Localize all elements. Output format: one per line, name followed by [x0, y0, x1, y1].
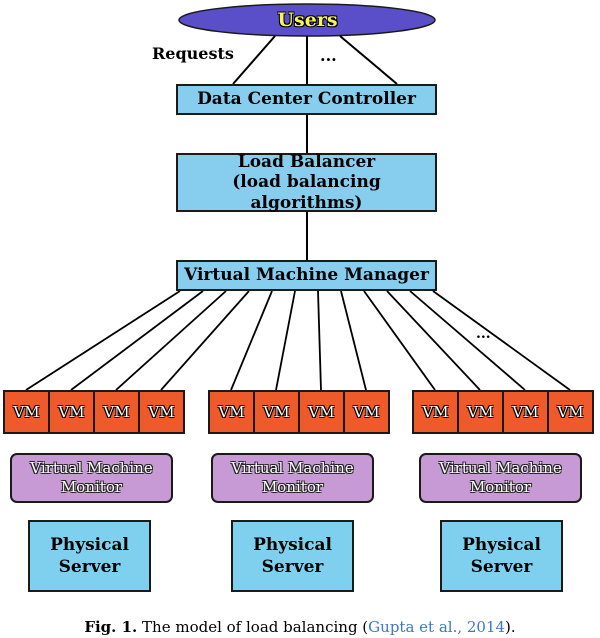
manager-to-vm-links — [25, 290, 571, 391]
vm-link-line — [70, 290, 204, 391]
vm-box: VM — [412, 390, 459, 434]
vm-box: VM — [253, 390, 300, 434]
request-line-right — [339, 35, 398, 85]
vm-link-line — [386, 290, 481, 391]
vm-link-line — [115, 290, 227, 391]
physical-server: Physical Server — [231, 520, 354, 592]
vm-box: VM — [343, 390, 390, 434]
vm-link-line — [230, 290, 273, 391]
vm-link-line — [25, 290, 181, 391]
vm-ellipsis: ... — [476, 326, 491, 342]
caption-end: ). — [505, 618, 516, 636]
physical-server: Physical Server — [440, 520, 563, 592]
vm-link-line — [275, 290, 296, 391]
figure-caption: Fig. 1. The model of load balancing (Gup… — [0, 618, 600, 636]
figure-number: Fig. 1. — [84, 618, 138, 636]
request-line-left — [232, 35, 276, 85]
virtual-machine-monitor: Virtual Machine Monitor — [419, 453, 582, 503]
data-center-controller: Data Center Controller — [176, 84, 437, 115]
requests-label: Requests — [152, 44, 234, 63]
load-balancer: Load Balancer (load balancing algorithms… — [176, 151, 437, 213]
virtual-machine-manager-label: Virtual Machine Manager — [184, 265, 429, 286]
vm-box: VM — [208, 390, 255, 434]
citation-link[interactable]: Gupta et al., 2014 — [368, 618, 506, 636]
users-ellipsis: ... — [320, 46, 337, 65]
caption-text: The model of load balancing ( — [137, 618, 369, 636]
vm-link-line — [409, 290, 526, 391]
vm-box: VM — [138, 390, 185, 434]
vm-box: VM — [3, 390, 50, 434]
vm-link-line — [340, 290, 367, 391]
vm-box: VM — [298, 390, 345, 434]
vm-link-line — [432, 290, 571, 391]
vm-box: VM — [48, 390, 95, 434]
vm-link-line — [317, 290, 322, 391]
physical-server: Physical Server — [28, 520, 151, 592]
data-center-controller-label: Data Center Controller — [197, 89, 416, 110]
load-balancer-subtitle: (load balancing algorithms) — [232, 172, 381, 213]
virtual-machine-manager: Virtual Machine Manager — [176, 260, 437, 291]
vm-box: VM — [457, 390, 504, 434]
vm-link-line — [160, 290, 250, 391]
users-label: Users — [277, 9, 338, 31]
vm-box: VM — [502, 390, 549, 434]
vm-link-line — [363, 290, 436, 391]
virtual-machine-monitor: Virtual Machine Monitor — [10, 453, 173, 503]
vm-box: VM — [547, 390, 594, 434]
vm-box: VM — [93, 390, 140, 434]
load-balancer-title: Load Balancer — [237, 151, 376, 172]
virtual-machine-monitor: Virtual Machine Monitor — [211, 453, 374, 503]
